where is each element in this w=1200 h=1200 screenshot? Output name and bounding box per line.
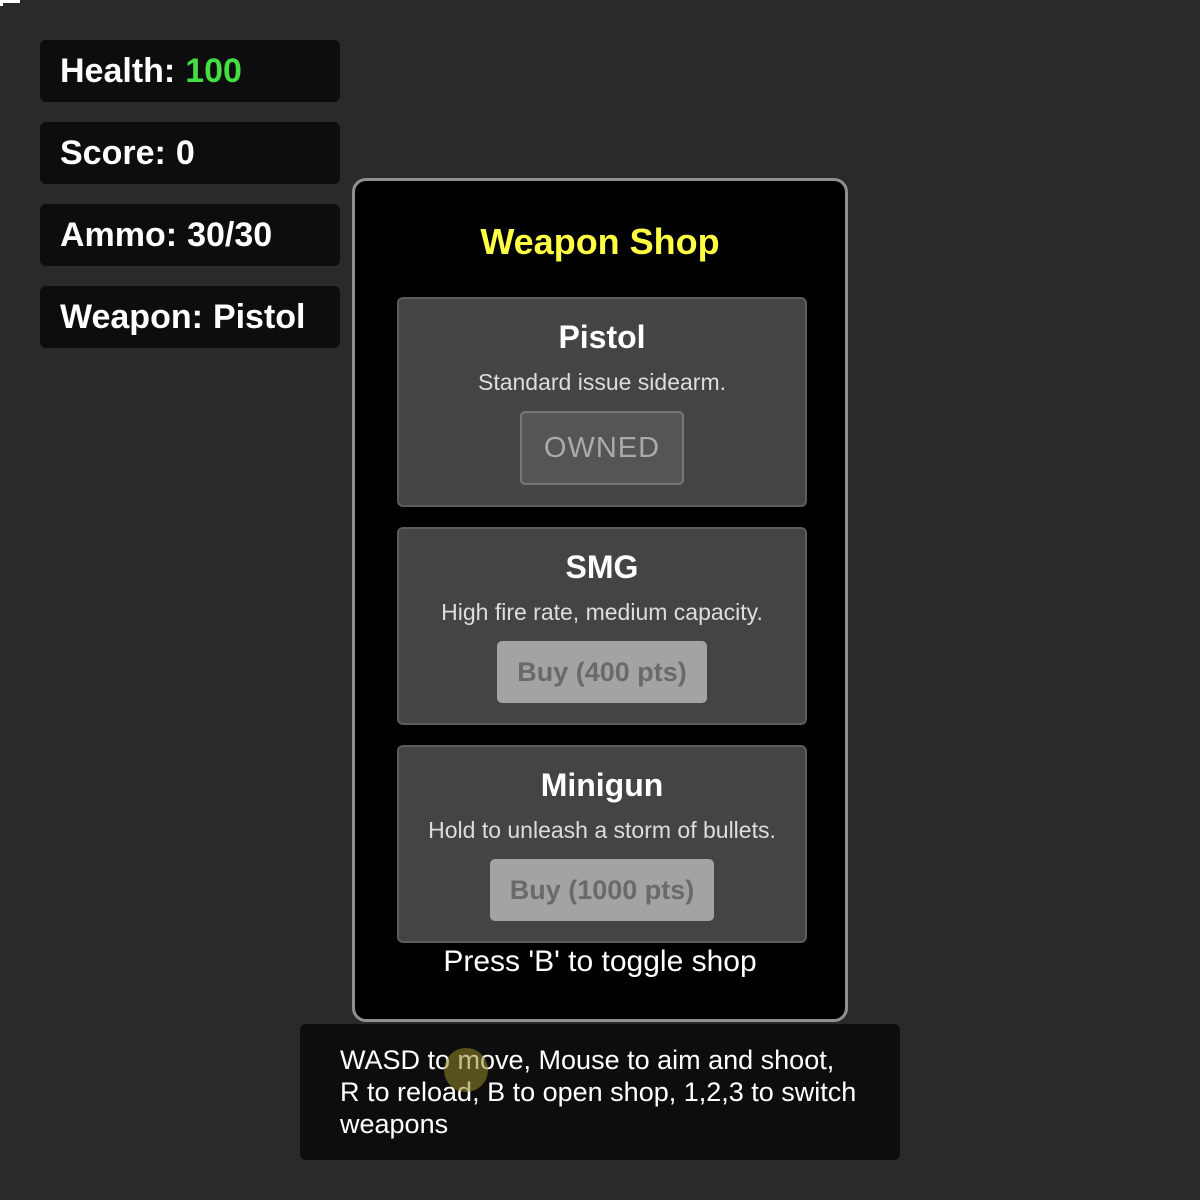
health-display: Health: 100 (40, 40, 340, 102)
health-label: Health: (60, 51, 176, 90)
weapon-card-minigun: Minigun Hold to unleash a storm of bulle… (397, 745, 807, 943)
weapon-name: Pistol (558, 319, 646, 355)
ammo-label: Ammo: (60, 215, 178, 254)
owned-button[interactable]: OWNED (520, 411, 684, 485)
weapon-description: High fire rate, medium capacity. (441, 599, 763, 625)
weapon-name: SMG (565, 549, 639, 585)
ammo-value: 30/30 (187, 215, 273, 254)
weapon-display: Weapon: Pistol (40, 286, 340, 348)
weapon-description: Standard issue sidearm. (477, 369, 726, 395)
buy-minigun-button[interactable]: Buy (1000 pts) (490, 859, 714, 921)
buy-smg-button[interactable]: Buy (400 pts) (497, 641, 707, 703)
ammo-display: Ammo: 30/30 (40, 204, 340, 266)
mouse-cursor-indicator (444, 1048, 488, 1092)
weapon-label: Weapon: (60, 297, 203, 336)
weapon-description: Hold to unleash a storm of bullets. (428, 817, 776, 843)
weapon-card-smg: SMG High fire rate, medium capacity. Buy… (397, 527, 807, 725)
weapon-name: Minigun (540, 767, 664, 803)
shop-title: Weapon Shop (480, 221, 720, 262)
weapon-card-pistol: Pistol Standard issue sidearm. OWNED (397, 297, 807, 507)
score-value: 0 (175, 133, 195, 172)
health-value: 100 (185, 51, 242, 90)
shop-toggle-hint: Press 'B' to toggle shop (443, 945, 757, 978)
controls-instructions: WASD to move, Mouse to aim and shoot, R … (300, 1024, 900, 1160)
weapon-shop-panel: Weapon Shop Pistol Standard issue sidear… (352, 178, 848, 1022)
weapon-value: Pistol (212, 297, 306, 336)
score-label: Score: (60, 133, 166, 172)
corner-marker (0, 0, 20, 6)
score-display: Score: 0 (40, 122, 340, 184)
